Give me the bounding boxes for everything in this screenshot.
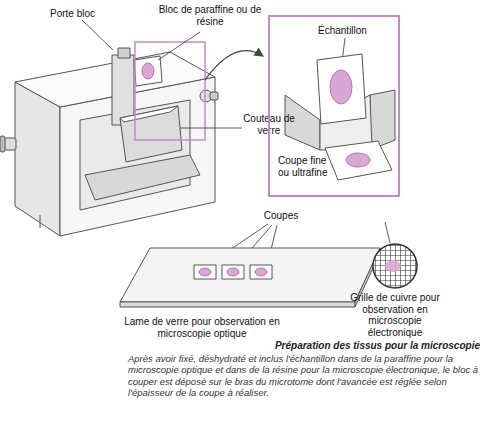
part-label: Grille de cuivre pour observation en mic… bbox=[348, 292, 442, 338]
glass-slide bbox=[120, 248, 380, 307]
inset-box: ÉchantillonCoupe fine ou ultrafine bbox=[268, 15, 400, 197]
part-label: Lame de verre pour observation en micros… bbox=[112, 316, 292, 339]
zoom-arrow bbox=[205, 51, 263, 80]
zoom-frame bbox=[135, 42, 205, 140]
leader-lines bbox=[82, 20, 390, 262]
part-label: Bloc de paraffine ou de résine bbox=[158, 4, 262, 27]
part-label: Coupes bbox=[256, 210, 306, 222]
caption-title: Préparation des tissus pour la microscop… bbox=[140, 340, 480, 351]
section-label: Coupe fine ou ultrafine bbox=[278, 155, 330, 178]
copper-grid bbox=[373, 244, 417, 288]
microtome bbox=[0, 48, 218, 236]
sample-label: Échantillon bbox=[318, 25, 378, 37]
caption-text: Après avoir fixé, déshydraté et inclus l… bbox=[128, 353, 480, 399]
part-label: Porte bloc bbox=[50, 8, 114, 20]
